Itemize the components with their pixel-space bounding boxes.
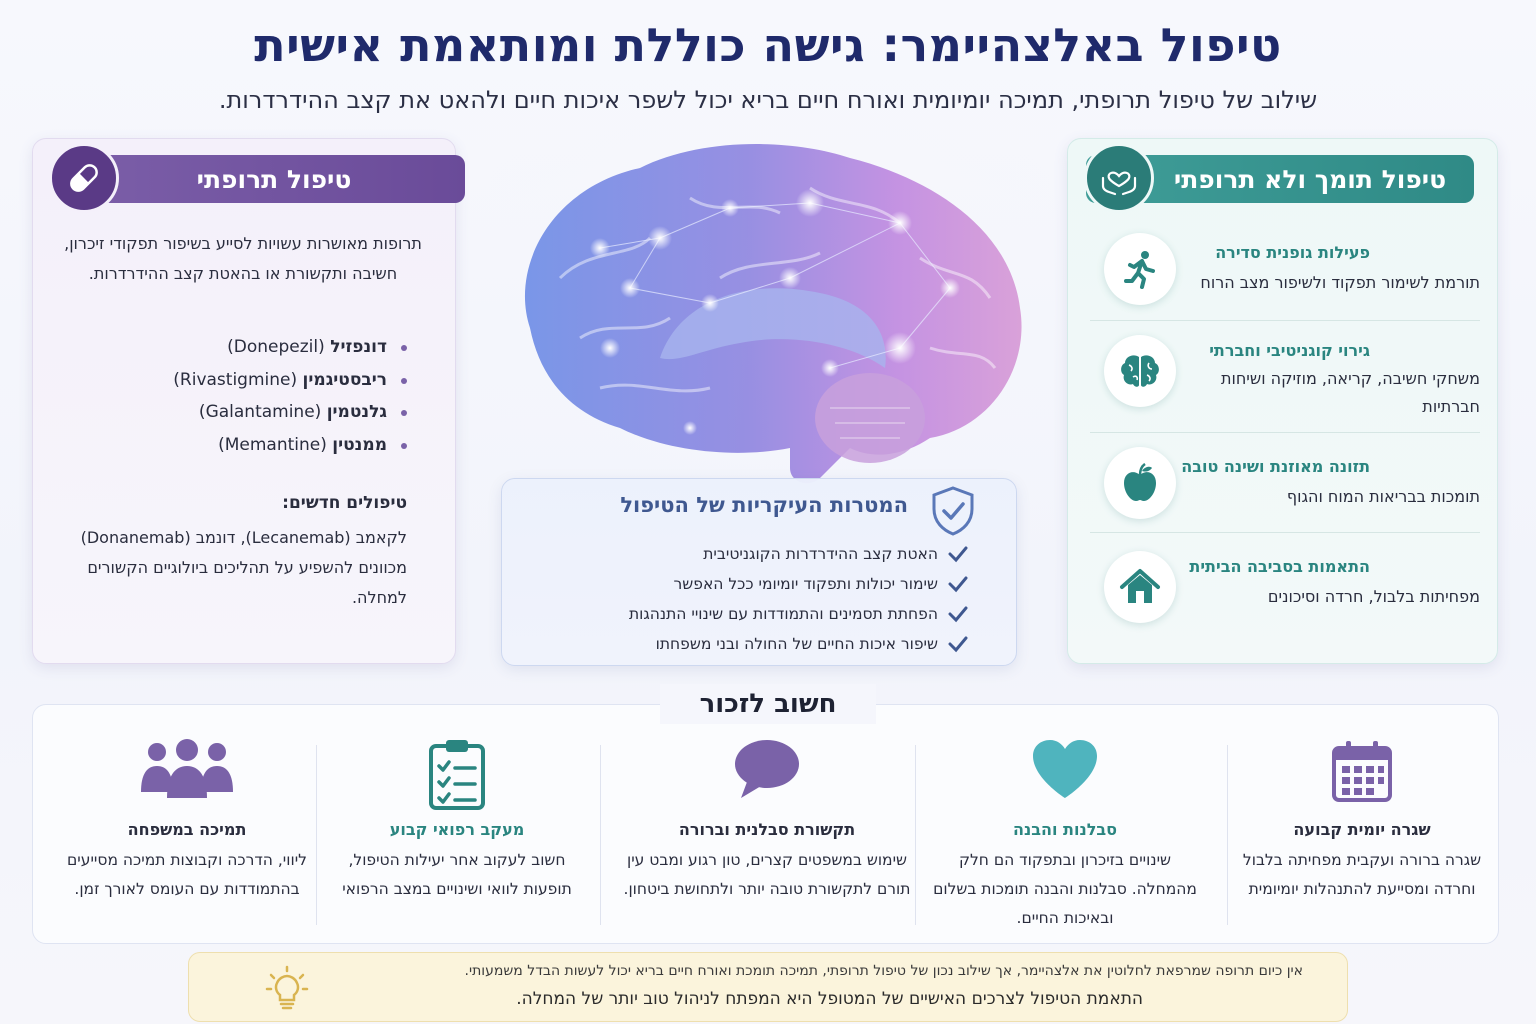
support-item-title: תזונה מאוזנת ושינה טובה (1181, 457, 1370, 476)
check-icon (948, 636, 968, 653)
remember-item-text: שינויים בזיכרון ובתפקוד הם חלק מהמחלה. ס… (933, 851, 1197, 927)
shield-check-icon (930, 485, 976, 541)
support-item-title: פעילות גופנית סדירה (1215, 243, 1370, 262)
speech-bubble-icon (733, 738, 801, 804)
divider (1227, 745, 1228, 925)
goals-title: המטרות העיקריות של הטיפול (620, 493, 908, 517)
check-icon (948, 606, 968, 623)
divider (915, 745, 916, 925)
support-item: תזונה מאוזנת ושינה טובה תומכות בבריאות ה… (1090, 433, 1480, 533)
drug-item: גלנטמין (Galantamine) (173, 396, 407, 429)
heart-hands-icon (1084, 143, 1154, 213)
remember-item: שגרה יומית קבועה שגרה ברורה ועקבית מפחית… (1232, 730, 1492, 930)
clipboard-icon (427, 738, 487, 814)
lightbulb-icon (265, 965, 309, 1015)
calendar-icon (1330, 738, 1394, 808)
divider (600, 745, 601, 925)
pharma-header: טיפול תרופתי (83, 155, 465, 203)
pharma-description: תרופות מאושרות עשויות לסייע בשיפור תפקוד… (64, 234, 422, 283)
goal-item: הפחתת תסמינים והתמודדות עם שינויי התנהגו… (629, 599, 968, 629)
support-item-text: תורמת לשימור תפקוד ולשיפור מצב הרוח (1200, 273, 1480, 292)
goal-item: שימור יכולות ותפקוד יומיומי ככל האפשר (629, 569, 968, 599)
note-box: אין כיום תרופה שמרפאת לחלוטין את אלצהיימ… (188, 952, 1348, 1022)
remember-item-text: שגרה ברורה ועקבית מפחיתה בלבול וחרדה ומס… (1242, 851, 1482, 898)
support-item: גירוי קוגניטיבי וחברתי משחקי חשיבה, קריא… (1090, 323, 1480, 433)
pharma-panel: טיפול תרופתי תרופות מאושרות עשויות לסייע… (32, 138, 465, 664)
drug-item: ריבסטיגמין (Rivastigmine) (173, 364, 407, 397)
goals-list: האטת קצב ההידרדרות הקוגניטיבית שימור יכו… (629, 539, 968, 659)
brain-icon (1104, 335, 1176, 407)
check-icon (948, 546, 968, 563)
remember-item: מעקב רפואי קבוע חשוב לעקוב אחר יעילות הט… (322, 730, 592, 930)
support-item-text: משחקי חשיבה, קריאה, מוזיקה ושיחות חברתיו… (1220, 369, 1480, 416)
remember-item-title: תקשורת סבלנית וברורה (678, 820, 856, 839)
pharma-header-label: טיפול תרופתי (196, 164, 352, 194)
remember-item: תמיכה במשפחה ליווי, הדרכה וקבוצות תמיכה … (62, 730, 312, 930)
new-treatments-title: טיפולים חדשים: (282, 493, 407, 513)
remember-item: סבלנות והבנה שינויים בזיכרון ובתפקוד הם … (930, 730, 1200, 930)
pill-icon (49, 143, 119, 213)
remember-item-title: מעקב רפואי קבוע (389, 820, 525, 839)
brain-illustration (490, 128, 1050, 498)
goals-box: המטרות העיקריות של הטיפול האטת קצב ההידר… (501, 478, 1017, 666)
support-item-title: גירוי קוגניטיבי וחברתי (1209, 341, 1370, 360)
drug-item: דונפזיל (Donepezil) (173, 331, 407, 364)
support-item-title: התאמות בסביבה הביתית (1189, 557, 1370, 576)
goal-item: שיפור איכות החיים של החולה ובני משפחתו (629, 629, 968, 659)
support-panel: טיפול תומך ולא תרופתי פעילות גופנית סדיר… (1067, 138, 1498, 664)
apple-icon (1104, 447, 1176, 519)
goal-item: האטת קצב ההידרדרות הקוגניטיבית (629, 539, 968, 569)
note-line-2: התאמת הטיפול לצרכים האישיים של המטופל הי… (516, 989, 1143, 1009)
page-title: טיפול באלצהיימר: גישה כוללת ומותאמת אישי… (254, 18, 1282, 72)
remember-title-wrap: חשוב לזכור (660, 684, 876, 724)
new-treatments-text: לקאמב (Lecanemab), דונמב (Donanemab) מכו… (80, 528, 407, 607)
remember-title: חשוב לזכור (699, 689, 837, 719)
support-item: פעילות גופנית סדירה תורמת לשימור תפקוד ו… (1090, 225, 1480, 321)
support-item-text: תומכות בבריאות המוח והגוף (1286, 487, 1480, 506)
divider (316, 745, 317, 925)
remember-item-title: סבלנות והבנה (1012, 820, 1118, 839)
support-header-label: טיפול תומך ולא תרופתי (1173, 164, 1447, 194)
support-item-text: מפחיתות בלבול, חרדה וסיכונים (1267, 587, 1480, 606)
remember-item-title: תמיכה במשפחה (127, 820, 247, 839)
family-group-icon (139, 738, 235, 804)
drug-item: ממנטין (Memantine) (173, 429, 407, 462)
remember-item-text: ליווי, הדרכה וקבוצות תמיכה מסייעים בהתמו… (67, 851, 307, 898)
remember-item-text: שימוש במשפטים קצרים, טון רגוע ומבט עין ת… (623, 851, 911, 898)
heart-icon (1030, 738, 1100, 804)
note-line-1: אין כיום תרופה שמרפאת לחלוטין את אלצהיימ… (464, 963, 1304, 979)
remember-item-text: חשוב לעקוב אחר יעילות הטיפול, תופעות לוו… (342, 851, 572, 898)
check-icon (948, 576, 968, 593)
remember-item: תקשורת סבלנית וברורה שימוש במשפטים קצרים… (622, 730, 912, 930)
drug-list: דונפזיל (Donepezil) ריבסטיגמין (Rivastig… (173, 331, 407, 462)
page-subtitle: שילוב של טיפול תרופתי, תמיכה יומיומית וא… (218, 86, 1318, 114)
running-person-icon (1104, 233, 1176, 305)
support-item: התאמות בסביבה הביתית מפחיתות בלבול, חרדה… (1090, 533, 1480, 643)
remember-item-title: שגרה יומית קבועה (1293, 820, 1431, 839)
house-icon (1104, 551, 1176, 623)
